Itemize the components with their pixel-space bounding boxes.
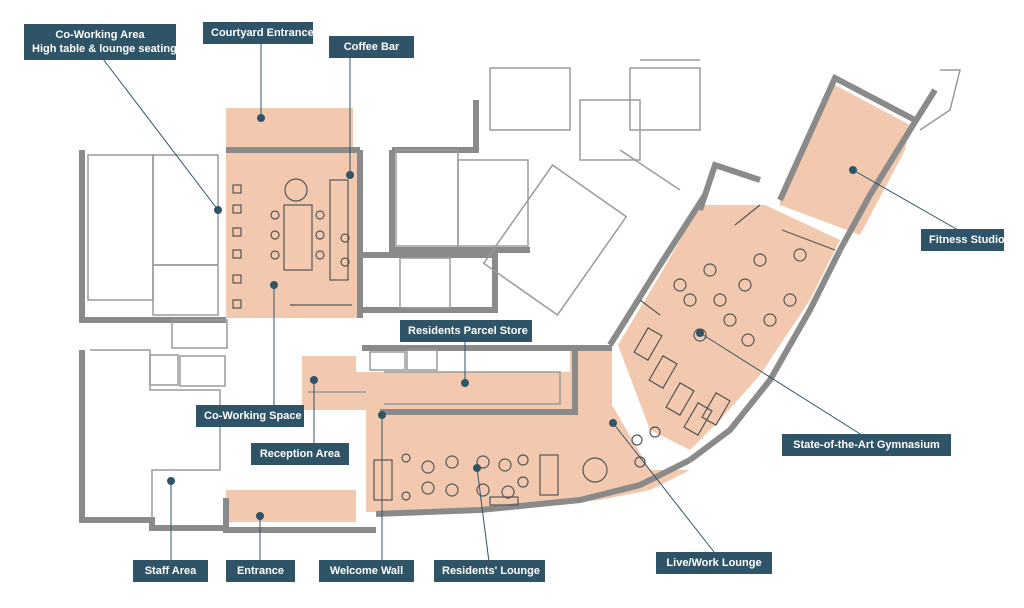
zone-coworking-space bbox=[226, 108, 360, 318]
label-coworking-space: Co-Working Space bbox=[196, 405, 304, 427]
zone-reception bbox=[302, 356, 380, 410]
interior-lines bbox=[87, 59, 961, 518]
label-coworking-area-line1: Co-Working Area bbox=[55, 29, 145, 41]
coworking-furniture bbox=[232, 178, 352, 309]
lounge-furniture bbox=[373, 426, 661, 506]
highlighted-zones bbox=[226, 85, 910, 522]
label-fitness-studio: Fitness Studio bbox=[921, 229, 1005, 251]
label-live-work-lounge: Live/Work Lounge bbox=[656, 552, 772, 574]
leader-lines bbox=[99, 44, 973, 563]
label-coffee-bar: Coffee Bar bbox=[329, 36, 414, 58]
label-coworking-area-line2: High table & lounge seating bbox=[32, 43, 177, 55]
label-reception-area: Reception Area bbox=[251, 443, 349, 465]
gym-equipment bbox=[633, 204, 836, 436]
zone-fitness-studio bbox=[780, 85, 910, 235]
zone-lounge bbox=[366, 350, 690, 512]
label-residents-lounge: Residents' Lounge bbox=[434, 560, 545, 582]
label-coworking-area: Co-Working Area High table & lounge seat… bbox=[24, 24, 177, 60]
label-staff-area: Staff Area bbox=[133, 560, 208, 582]
zone-entrance bbox=[226, 490, 356, 522]
zone-gymnasium bbox=[618, 205, 840, 450]
label-entrance: Entrance bbox=[226, 560, 295, 582]
label-state-of-the-art-gymnasium: State-of-the-Art Gymnasium bbox=[782, 434, 951, 456]
label-courtyard-entrance: Courtyard Entrance bbox=[203, 22, 314, 44]
label-welcome-wall: Welcome Wall bbox=[319, 560, 414, 582]
walls bbox=[79, 73, 938, 533]
label-residents-parcel-store: Residents Parcel Store bbox=[400, 320, 532, 342]
